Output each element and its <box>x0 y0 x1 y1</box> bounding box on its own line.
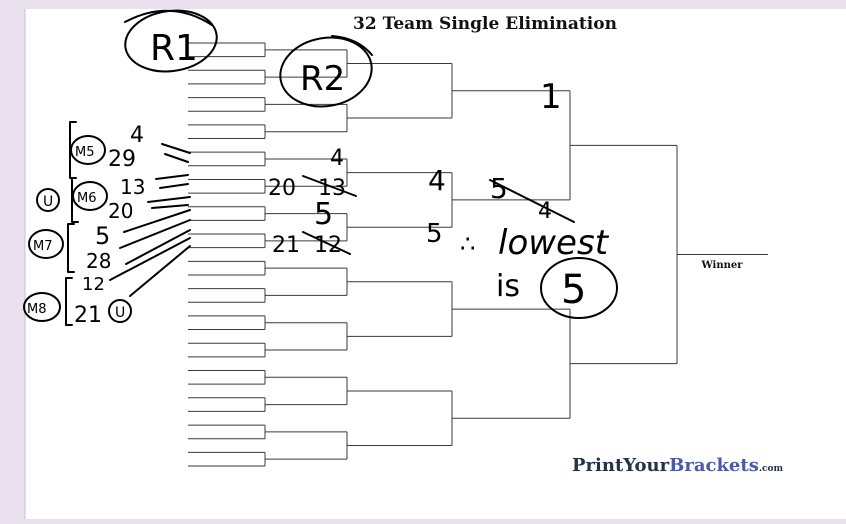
r1-label: R1 <box>150 28 198 69</box>
r4-score-five: 5 <box>490 172 508 205</box>
brand-your: Your <box>622 455 669 476</box>
connector-6 <box>151 204 189 209</box>
brand-logo: PrintYourBrackets.com <box>572 455 783 476</box>
r4-score-top: 1 <box>540 77 562 117</box>
connector-10 <box>109 237 191 281</box>
u-bottom-circle <box>108 299 132 323</box>
r2-score-bot-a: 21 <box>272 233 300 258</box>
bracket-lines <box>188 42 768 467</box>
u-bottom-label: U <box>115 305 125 321</box>
connector-4 <box>159 183 189 189</box>
final-five-circle <box>540 257 618 319</box>
r2-circle-overstroke <box>331 35 373 56</box>
connector-5 <box>147 196 191 203</box>
connector-11 <box>129 245 191 297</box>
m5-score-bottom: 29 <box>108 147 136 172</box>
m6-score-bottom: 20 <box>108 199 133 223</box>
r2-score-top-b: 20 <box>268 176 296 201</box>
r3-score-bottom: 5 <box>426 219 443 249</box>
m7-circle <box>28 229 64 259</box>
m6-brace <box>71 177 79 223</box>
note-is: is <box>496 269 520 304</box>
connector-8 <box>119 219 191 249</box>
r2-score-top-a: 4 <box>330 146 344 171</box>
m8-score-bottom: 21 <box>74 303 102 328</box>
m6-label: M6 <box>77 191 97 206</box>
strike-13 <box>302 175 357 197</box>
connector-1 <box>161 143 191 154</box>
m8-brace <box>65 277 73 326</box>
note-therefore: ∴ <box>460 230 475 258</box>
brand-brackets: Brackets <box>669 455 759 476</box>
m8-score-top: 12 <box>82 274 105 295</box>
winner-label: Winner <box>700 260 743 271</box>
u-top-label: U <box>43 194 53 210</box>
r2-circle <box>279 36 373 108</box>
strike-12 <box>302 231 351 255</box>
m8-circle <box>23 292 61 322</box>
note-lowest: lowest <box>498 223 610 263</box>
connector-7 <box>123 209 191 233</box>
m7-label: M7 <box>33 239 53 254</box>
r3-score-top: 4 <box>428 164 446 197</box>
handwritten-annotations <box>23 9 618 326</box>
handwritten-text: R1 R2 M5 M6 M7 M8 U U 4 29 13 20 5 28 12… <box>27 28 610 328</box>
m7-brace <box>67 223 75 273</box>
m5-label: M5 <box>75 145 95 160</box>
m5-score-top: 4 <box>130 123 144 148</box>
paper-sheet <box>25 9 846 519</box>
strike-4 <box>489 179 575 223</box>
connector-3 <box>155 174 189 180</box>
r2-label: R2 <box>300 59 345 99</box>
brand-dotcom: .com <box>759 464 784 474</box>
m7-score-bottom: 28 <box>86 249 111 273</box>
m7-score-top: 5 <box>95 222 110 250</box>
brand-print: Print <box>572 455 624 476</box>
connector-9 <box>125 229 191 265</box>
m6-score-top: 13 <box>120 175 145 199</box>
m8-label: M8 <box>27 302 47 317</box>
page-title: 32 Team Single Elimination <box>353 14 617 34</box>
u-top-circle <box>36 188 60 212</box>
r2-score-mid: 5 <box>314 197 333 232</box>
r1-circle-overstroke <box>124 9 213 26</box>
r2-score-top-b-struck: 13 <box>318 176 346 201</box>
r2-score-bot-b-struck: 12 <box>314 233 342 258</box>
connector-2 <box>164 153 189 163</box>
note-five: 5 <box>561 267 586 313</box>
r4-score-struck: 4 <box>538 199 552 224</box>
